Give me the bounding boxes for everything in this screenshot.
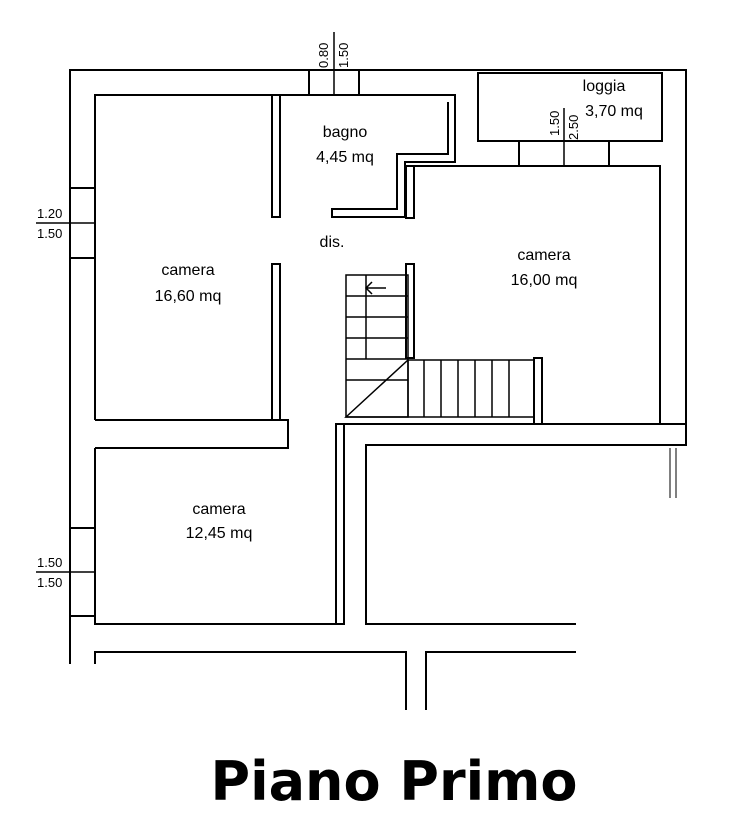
page-title: Piano Primo xyxy=(211,750,578,813)
walls xyxy=(69,69,687,710)
dim-left-upper-top: 1.20 xyxy=(37,206,62,221)
wall-lower-left xyxy=(94,651,407,710)
area-camera-bottom: 12,45 mq xyxy=(186,525,253,542)
dim-top-a: 0.80 xyxy=(316,43,331,68)
dim-left-lower-top: 1.50 xyxy=(37,555,62,570)
label-camera-left: camera xyxy=(161,262,214,279)
wall-camera-left-right xyxy=(271,263,281,421)
dimension-lines xyxy=(36,32,677,573)
wall-stair-right xyxy=(533,357,543,425)
dim-top-b: 1.50 xyxy=(336,43,351,68)
exterior-wall-inner-left-lower xyxy=(94,448,340,625)
exterior-wall-inner-left xyxy=(94,94,275,420)
wall-camera-right-left-lower xyxy=(405,263,415,359)
wall-camera-bottom-right xyxy=(335,423,345,625)
area-camera-left: 16,60 mq xyxy=(155,288,222,305)
wall-lower-right xyxy=(425,651,576,710)
label-camera-bottom: camera xyxy=(192,501,245,518)
area-bagno: 4,45 mq xyxy=(316,149,374,166)
label-loggia: loggia xyxy=(583,78,626,95)
exterior-wall-outer xyxy=(69,69,687,664)
area-loggia: 3,70 mq xyxy=(585,103,643,120)
dim-left-upper-bottom: 1.50 xyxy=(37,226,62,241)
label-camera-right: camera xyxy=(517,247,570,264)
area-camera-right: 16,00 mq xyxy=(511,272,578,289)
staircase xyxy=(344,274,535,418)
loggia-box xyxy=(477,72,663,142)
label-dis: dis. xyxy=(320,234,345,251)
wall-corridor-bottom xyxy=(336,423,687,625)
label-bagno: bagno xyxy=(323,124,368,141)
wall-camera-right-left-upper xyxy=(405,165,415,219)
stair-flight-lower xyxy=(344,359,535,418)
wall-bagno-left xyxy=(271,94,281,218)
wall-camera-left-bottom xyxy=(95,419,289,449)
wall-bagno xyxy=(280,94,456,218)
dim-loggia-b: 2.50 xyxy=(566,115,581,140)
dim-loggia-a: 1.50 xyxy=(547,111,562,136)
stair-arrow-icon xyxy=(364,281,386,295)
dim-left-lower-bottom: 1.50 xyxy=(37,575,62,590)
